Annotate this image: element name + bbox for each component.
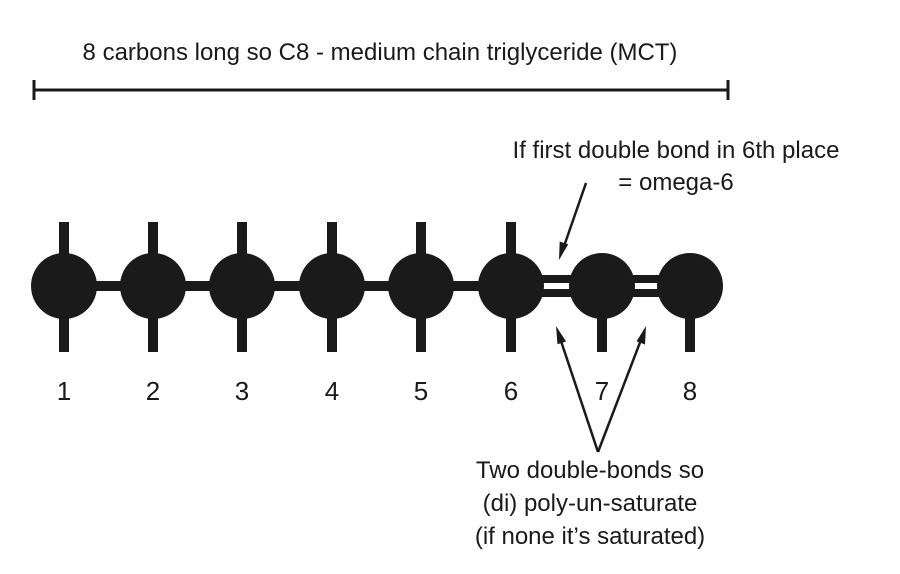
omega-arrow-line xyxy=(560,182,588,253)
carbon-atom-8 xyxy=(657,253,723,319)
carbon-atom-6 xyxy=(478,253,544,319)
carbon-atom-5 xyxy=(388,253,454,319)
saturation-arrow-right-line xyxy=(596,331,646,453)
carbon-atom-3 xyxy=(209,253,275,319)
carbon-number-label-4: 4 xyxy=(325,376,339,406)
carbon-number-labels: 1 2 3 4 5 6 7 8 xyxy=(57,376,697,406)
omega-note-line-2: = omega-6 xyxy=(618,169,733,196)
carbon-number-label-2: 2 xyxy=(146,376,160,406)
carbon-number-label-7: 7 xyxy=(595,376,609,406)
carbon-number-label-5: 5 xyxy=(414,376,428,406)
saturation-note-line-2: (di) poly-un-saturate xyxy=(483,490,698,517)
carbon-atoms xyxy=(31,253,723,319)
chain-length-title: 8 carbons long so C8 - medium chain trig… xyxy=(83,39,678,66)
carbon-atom-7 xyxy=(569,253,635,319)
carbon-number-label-1: 1 xyxy=(57,376,71,406)
saturation-arrowhead-right xyxy=(636,326,646,345)
carbon-number-label-6: 6 xyxy=(504,376,518,406)
saturation-arrowhead-left xyxy=(556,326,567,345)
omega-note-line-1: If first double bond in 6th place xyxy=(513,137,840,164)
arrowheads xyxy=(556,241,646,345)
saturation-note-line-1: Two double-bonds so xyxy=(476,457,704,484)
omega-arrowhead xyxy=(559,241,569,260)
carbon-atom-1 xyxy=(31,253,97,319)
carbon-atom-4 xyxy=(299,253,365,319)
carbon-number-label-8: 8 xyxy=(683,376,697,406)
length-bracket xyxy=(32,80,730,100)
saturation-arrow-left-line xyxy=(556,331,600,453)
carbon-atom-2 xyxy=(120,253,186,319)
annotation-arrows xyxy=(556,182,646,453)
carbon-number-label-3: 3 xyxy=(235,376,249,406)
saturation-note-line-3: (if none it’s saturated) xyxy=(475,523,705,550)
